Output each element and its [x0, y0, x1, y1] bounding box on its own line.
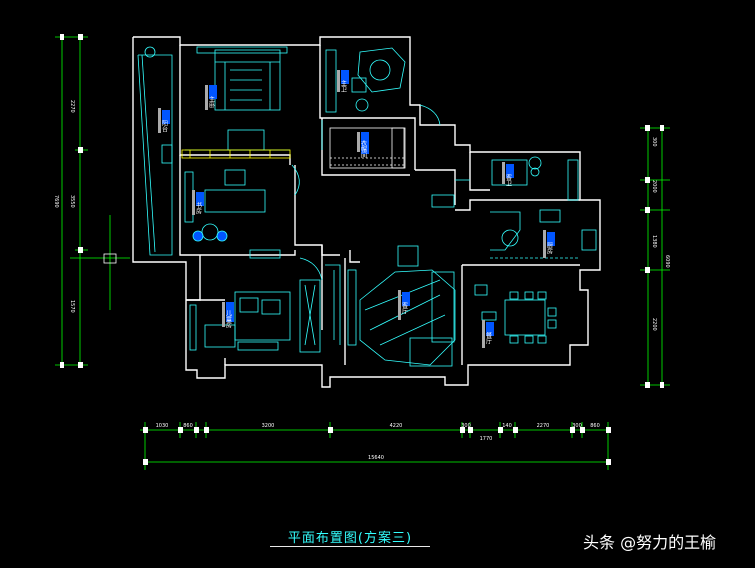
- bottom-dim-8: 2270: [537, 423, 550, 429]
- room-label-study: 书房: [195, 201, 202, 215]
- right-dimension-ticks: [645, 125, 664, 388]
- right-dim-total: 6090: [664, 255, 670, 268]
- bottom-dim-4: 4220: [390, 423, 403, 429]
- wardrobe-fixtures: [329, 127, 406, 169]
- right-dimension-text: 300 2000 1380 2200 6090: [651, 137, 670, 331]
- watermark: 头条 @努力的王榆: [583, 533, 717, 552]
- dining-furniture: [474, 284, 557, 344]
- master-bedroom-wardrobe-yellow: [181, 149, 291, 159]
- room-label-kitchen: 厨房: [546, 242, 553, 255]
- label-living-room: 客厅: [398, 290, 410, 320]
- kitchen-fixtures: [490, 209, 597, 259]
- bottom-dim-3: 3200: [262, 423, 275, 429]
- left-dim-total: 7690: [53, 195, 59, 208]
- label-master-bedroom: 主卧: [205, 85, 217, 110]
- left-dimension-chain: [55, 36, 130, 366]
- right-dim-2: 2000: [651, 180, 657, 193]
- left-dim-3: 1570: [69, 300, 75, 313]
- room-label-master-bedroom: 主卧: [208, 95, 215, 109]
- room-label-kids-room: 儿童房: [225, 310, 232, 329]
- bottom-dim-9: 300: [572, 423, 582, 429]
- bottom-dim-6: 1770: [480, 436, 493, 442]
- label-balcony: 阳台: [158, 108, 170, 133]
- room-label-balcony: 阳台: [161, 119, 168, 133]
- bottom-dim-5: 300: [461, 423, 471, 429]
- right-dim-1: 300: [651, 137, 657, 147]
- bottom-dimension-chain: [140, 422, 610, 470]
- label-wardrobe: 衣帽间: [357, 132, 369, 159]
- left-dimension-text: 2270 3550 1570 7690: [53, 100, 75, 313]
- bottom-dim-2: 860: [183, 423, 193, 429]
- master-bath-fixtures: [325, 47, 406, 113]
- room-labels: 主卧 主卫 衣帽间 阳台 书房 儿童房: [158, 70, 555, 348]
- label-dining-room: 餐厅: [482, 320, 494, 348]
- doors: [291, 104, 470, 345]
- label-guest-bath: 客卫: [502, 162, 514, 186]
- label-kids-room: 儿童房: [222, 302, 234, 329]
- walls: [132, 36, 601, 388]
- right-dim-3: 1380: [651, 235, 657, 248]
- bottom-dimension-ticks: [143, 427, 611, 465]
- label-master-bath: 主卫: [337, 70, 349, 92]
- study-furniture: [184, 169, 281, 259]
- label-kitchen: 厨房: [543, 230, 555, 258]
- right-dim-4: 2200: [651, 318, 657, 331]
- title-underline: [270, 546, 430, 547]
- left-dimension-ticks: [60, 34, 83, 368]
- kids-room-furniture: [189, 279, 321, 353]
- room-label-guest-bath: 客卫: [505, 173, 512, 186]
- bottom-dim-10: 860: [590, 423, 600, 429]
- label-study: 书房: [192, 190, 204, 215]
- bottom-dim-7: 140: [502, 423, 512, 429]
- master-bedroom-furniture: [185, 46, 290, 151]
- guest-bath-fixtures: [491, 156, 579, 201]
- left-dim-2: 3550: [69, 195, 75, 208]
- drawing-title: 平面布置图(方案三): [287, 531, 413, 546]
- bottom-dimension-text: 1030 860 3200 4220 300 1770 140 2270 300…: [156, 423, 600, 461]
- room-label-wardrobe: 衣帽间: [360, 139, 367, 159]
- room-label-dining-room: 餐厅: [485, 331, 492, 344]
- bottom-dim-1: 1030: [156, 423, 169, 429]
- balcony-zone: [137, 46, 173, 256]
- room-label-living-room: 客厅: [401, 301, 408, 314]
- bottom-dim-total: 15640: [368, 455, 384, 461]
- left-dim-1: 2270: [69, 100, 75, 113]
- room-label-master-bath: 主卫: [340, 79, 347, 92]
